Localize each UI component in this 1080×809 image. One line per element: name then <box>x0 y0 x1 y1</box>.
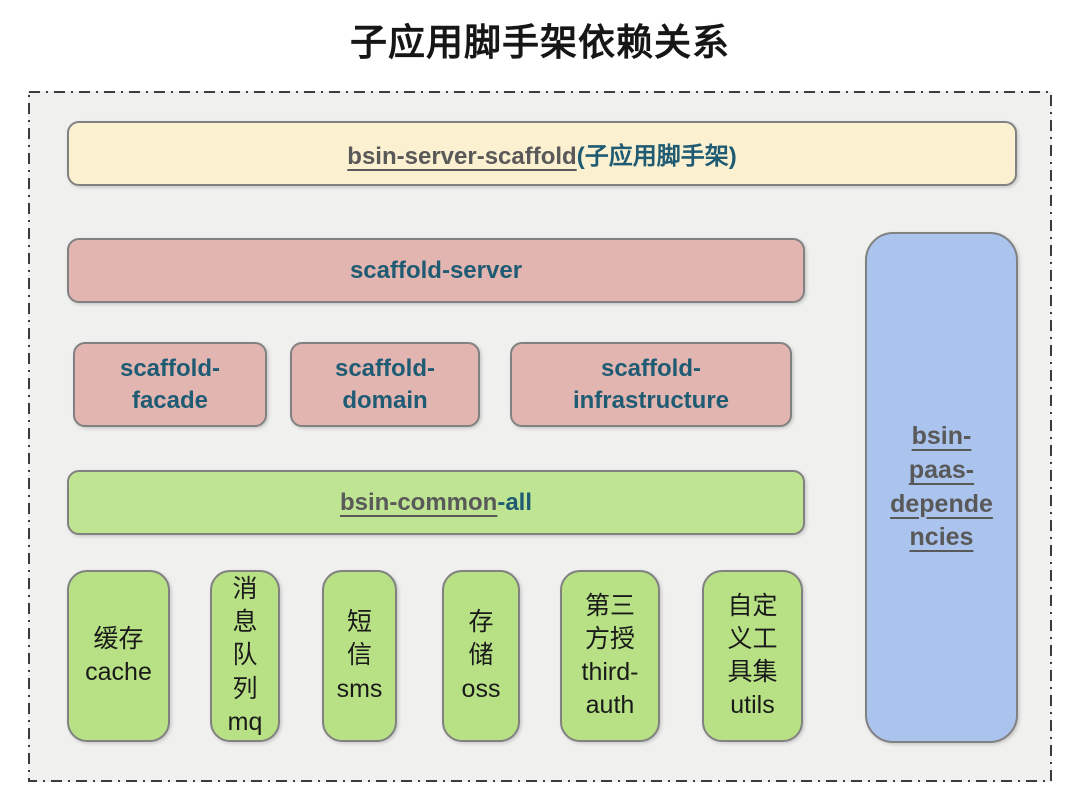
oss-label: 存 储 oss <box>461 608 501 703</box>
scaffold-server-label: scaffold-server <box>349 256 523 284</box>
scaffold-facade-label: scaffold- facade <box>119 354 220 414</box>
scaffold-server-box: scaffold-server <box>67 238 805 303</box>
common-suffix-text: -all <box>497 488 533 516</box>
scaffold-domain-box: scaffold- domain <box>290 342 480 427</box>
bsin-common-all-box: bsin-common-all <box>67 470 805 535</box>
bsin-common-all-label: bsin-common-all <box>340 489 532 517</box>
diagram-container: bsin-server-scaffold(子应用脚手架) scaffold-se… <box>28 91 1052 782</box>
sms-component-box: 短 信 sms <box>322 570 397 742</box>
mq-label: 消 息 队 列 mq <box>227 574 263 736</box>
third-auth-component-box: 第三 方授 third- auth <box>560 570 660 742</box>
scaffold-domain-label: scaffold- domain <box>334 354 435 414</box>
cache-label: 缓存 cache <box>85 624 152 686</box>
utils-label: 自定 义工 具集 utils <box>727 591 778 720</box>
common-name-text: bsin-common <box>339 488 498 516</box>
sms-label: 短 信 sms <box>336 608 383 703</box>
root-name-text: bsin-server-scaffold <box>347 143 577 170</box>
page-title: 子应用脚手架依赖关系 <box>350 22 730 63</box>
bsin-server-scaffold-label: bsin-server-scaffold(子应用脚手架) <box>347 136 736 171</box>
oss-component-box: 存 储 oss <box>442 570 520 742</box>
mq-component-box: 消 息 队 列 mq <box>210 570 280 742</box>
bsin-paas-dependencies-box: bsin- paas- depende ncies <box>865 232 1018 743</box>
third-auth-label: 第三 方授 third- auth <box>581 591 639 720</box>
scaffold-facade-box: scaffold- facade <box>73 342 267 427</box>
bsin-paas-dependencies-label: bsin- paas- depende ncies <box>890 422 993 552</box>
scaffold-infrastructure-label: scaffold- infrastructure <box>572 354 730 414</box>
utils-component-box: 自定 义工 具集 utils <box>702 570 803 742</box>
bsin-server-scaffold-box: bsin-server-scaffold(子应用脚手架) <box>67 121 1017 186</box>
scaffold-infrastructure-box: scaffold- infrastructure <box>510 342 792 427</box>
cache-component-box: 缓存 cache <box>67 570 170 742</box>
root-suffix-text: (子应用脚手架) <box>576 143 737 170</box>
